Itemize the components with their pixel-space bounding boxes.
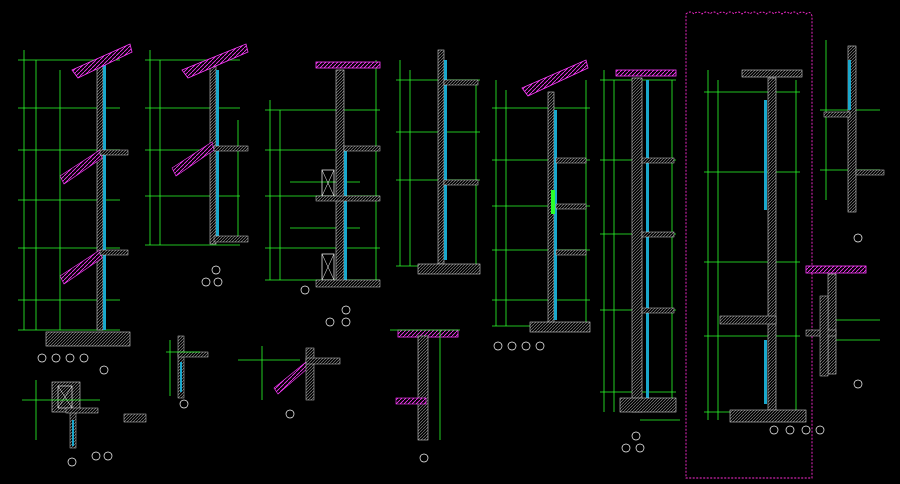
section-8[interactable] xyxy=(805,40,885,389)
floor-slab xyxy=(443,79,479,86)
glass-pane xyxy=(551,190,555,214)
glass-pane xyxy=(646,80,649,400)
section-1[interactable] xyxy=(18,43,133,375)
foundation xyxy=(729,409,807,423)
glass-pane xyxy=(764,100,767,210)
eave-slab xyxy=(59,249,103,285)
floor-slab xyxy=(823,111,851,118)
floor-slab xyxy=(855,169,885,176)
glass-pane xyxy=(103,60,106,330)
floor-slab xyxy=(213,145,249,152)
roof-slab xyxy=(71,43,133,79)
floor-slab xyxy=(555,249,587,256)
foundation xyxy=(45,331,131,347)
detail-e[interactable] xyxy=(819,295,829,377)
floor-slab xyxy=(99,249,129,256)
section-2[interactable] xyxy=(145,43,249,287)
eave-slab xyxy=(171,141,215,177)
section-3[interactable] xyxy=(265,60,381,327)
grid-bubble-group[interactable] xyxy=(300,285,351,327)
detail-b[interactable] xyxy=(166,335,209,409)
roof-slab xyxy=(181,43,249,79)
dimension-chain xyxy=(492,80,590,327)
wall-section xyxy=(631,77,643,413)
wall-section xyxy=(827,273,837,375)
glass-pane xyxy=(554,110,557,320)
grid-bubble-group[interactable] xyxy=(853,233,863,389)
eave-slab xyxy=(59,149,103,185)
selection-cloud[interactable] xyxy=(685,11,813,479)
foundation xyxy=(417,263,481,275)
floor-slab xyxy=(641,307,675,314)
dimension-chain xyxy=(18,50,120,331)
floor-slab xyxy=(343,145,381,152)
glass-pane xyxy=(444,60,447,260)
section-7-selected[interactable] xyxy=(685,11,825,479)
floor-slab xyxy=(99,149,129,156)
wall-section xyxy=(96,59,104,331)
wall-section xyxy=(767,77,777,419)
foundation xyxy=(529,321,591,333)
grid-bubble-group[interactable] xyxy=(769,425,825,435)
wall-section xyxy=(209,65,217,245)
floor-slab xyxy=(315,195,381,202)
detail-c[interactable] xyxy=(238,346,341,419)
grid-bubble-group[interactable] xyxy=(621,431,645,453)
floor-slab xyxy=(555,157,587,164)
wall-section xyxy=(847,45,857,213)
roof-slab xyxy=(741,69,803,78)
floor-slab xyxy=(641,157,675,164)
glass-pane xyxy=(344,150,347,280)
floor-slab xyxy=(555,203,587,210)
roof-slab xyxy=(615,69,677,77)
section-6[interactable] xyxy=(600,69,677,453)
detail-a[interactable] xyxy=(22,380,147,467)
roof-slab xyxy=(805,265,867,274)
section-5[interactable] xyxy=(492,59,591,351)
roof-slab xyxy=(315,61,381,69)
dimension-chain xyxy=(145,50,240,246)
floor-slab xyxy=(213,235,249,243)
floor-slab xyxy=(443,179,479,186)
grid-bubble-group[interactable] xyxy=(493,341,545,351)
section-4[interactable] xyxy=(396,49,481,275)
floor-slab xyxy=(719,315,777,325)
grid-bubble-group[interactable] xyxy=(37,353,109,375)
wall-section xyxy=(335,69,345,287)
grid-bubble-group[interactable] xyxy=(201,265,223,287)
floor-slab xyxy=(315,279,381,288)
glass-pane xyxy=(216,70,219,240)
dimension-chain xyxy=(704,70,800,420)
glass-pane xyxy=(848,60,851,110)
floor-slab xyxy=(641,231,675,238)
foundation xyxy=(619,397,677,413)
detail-d[interactable] xyxy=(390,329,460,463)
wall-section xyxy=(437,49,445,265)
roof-slab xyxy=(521,59,589,97)
glass-pane xyxy=(764,340,767,404)
